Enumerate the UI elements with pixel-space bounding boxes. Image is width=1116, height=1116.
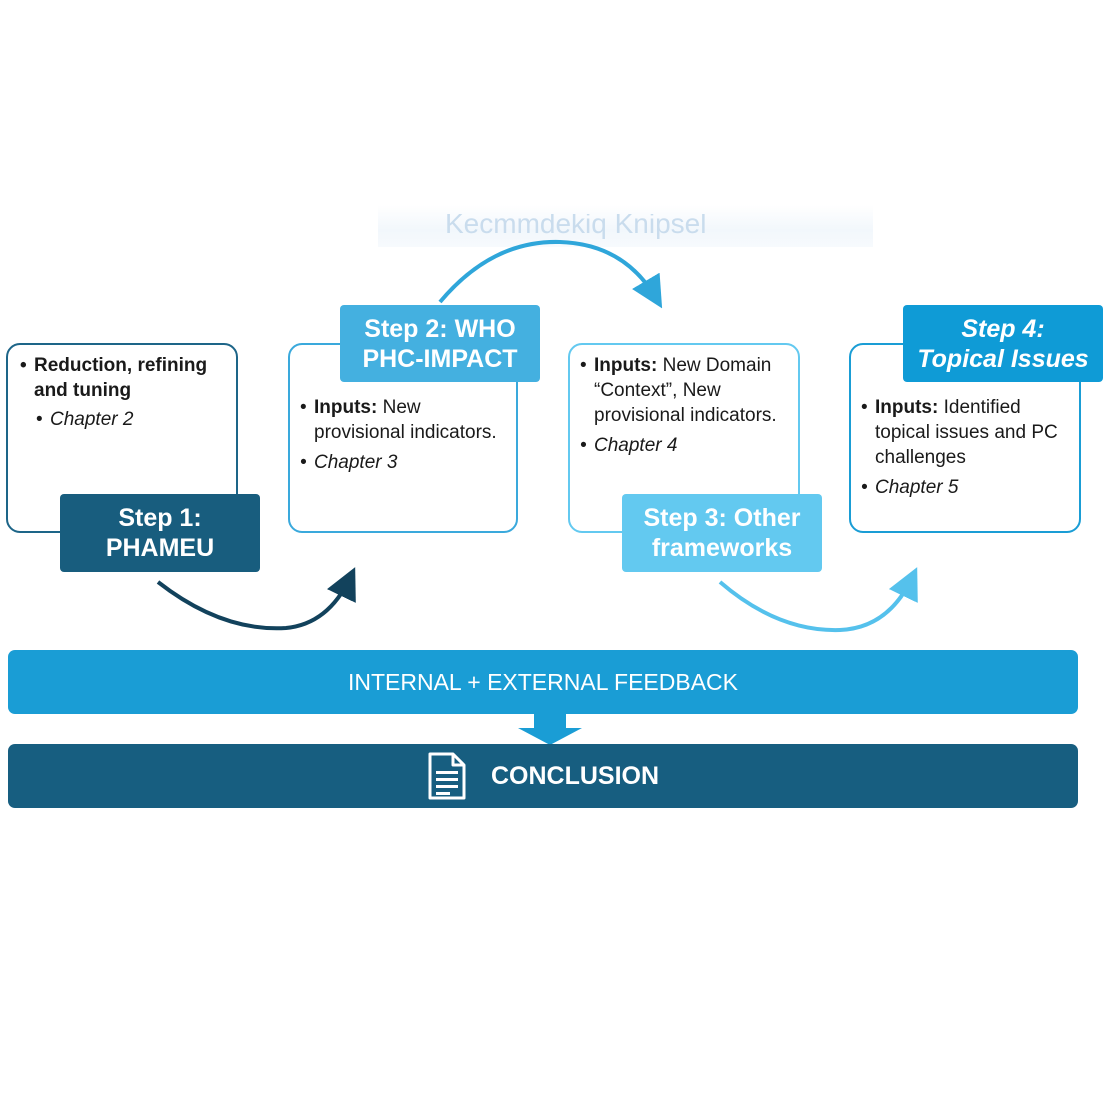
conclusion-text: CONCLUSION [490, 761, 660, 790]
step-4-inputs: Inputs: Identified topical issues and PC… [861, 395, 1071, 470]
step-1-chapter: Chapter 2 [20, 407, 228, 432]
step-4-label: Step 4: Topical Issues [903, 305, 1103, 382]
feedback-bar: INTERNAL + EXTERNAL FEEDBACK [8, 650, 1078, 714]
step-3-label: Step 3: Other frameworks [622, 494, 822, 572]
curved-arrow-icon [438, 239, 663, 309]
ghost-caption: Kecmmdekiq Knipsel [445, 208, 707, 239]
step-3-chapter: Chapter 4 [580, 433, 790, 458]
step-2-chapter: Chapter 3 [300, 450, 508, 475]
document-icon [428, 752, 466, 800]
step-2-inputs: Inputs: New provisional indicators. [300, 395, 508, 445]
curved-arrow-icon [156, 567, 356, 631]
step-2-label: Step 2: WHO PHC-IMPACT [340, 305, 540, 382]
step-1-inputs: Reduction, refining and tuning [20, 353, 228, 403]
step-1-label: Step 1: PHAMEU [60, 494, 260, 572]
step-2-inputs-text: New provisional indicators. [314, 397, 497, 443]
curved-arrow-icon [718, 567, 918, 633]
down-arrow-icon [518, 714, 582, 745]
step-3-inputs-text: New Domain “Context”, New provisional in… [594, 355, 777, 426]
step-4-inputs-text: Identified topical issues and PC challen… [875, 397, 1058, 468]
step-1-inputs-text: Reduction, refining and tuning [34, 355, 208, 401]
feedback-text: INTERNAL + EXTERNAL FEEDBACK [347, 668, 739, 695]
ghost-caption-band [378, 205, 873, 247]
step-4-chapter: Chapter 5 [861, 475, 1071, 500]
step-3-inputs-label: Inputs: [594, 355, 658, 376]
step-2-inputs-label: Inputs: [314, 397, 378, 418]
step-3-inputs: Inputs: New Domain “Context”, New provis… [580, 353, 790, 428]
step-4-inputs-label: Inputs: [875, 397, 939, 418]
conclusion-bar: CONCLUSION [8, 744, 1078, 808]
